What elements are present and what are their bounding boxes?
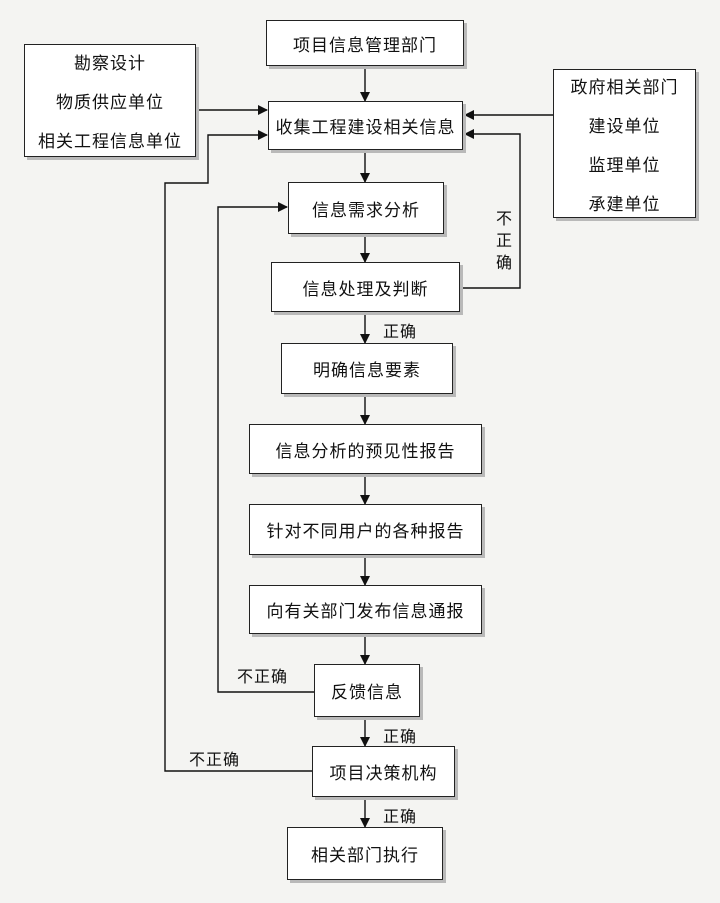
node-collect-info: 收集工程建设相关信息: [268, 101, 463, 150]
right-sources-box: 政府相关部门 建设单位 监理单位 承建单位: [553, 69, 696, 218]
label-process-incorrect: 不正确: [495, 209, 512, 272]
node-info-management-dept: 项目信息管理部门: [266, 20, 464, 66]
left-source-related-project: 相关工程信息单位: [38, 132, 182, 152]
left-source-material-supply: 物质供应单位: [56, 93, 164, 113]
node-user-reports: 针对不同用户的各种报告: [249, 504, 482, 555]
loop-feedback-incorrect: [217, 202, 314, 693]
loop-decision-incorrect: [164, 130, 312, 772]
left-source-survey-design: 勘察设计: [74, 54, 146, 74]
node-process-judge: 信息处理及判断: [271, 262, 460, 312]
right-source-contractor: 承建单位: [588, 194, 661, 215]
label-feedback-incorrect: 不正确: [237, 667, 289, 686]
node-define-elements: 明确信息要素: [281, 343, 453, 394]
right-source-owner: 建设单位: [588, 116, 661, 137]
right-source-supervisor: 监理单位: [588, 155, 661, 176]
node-publish-bulletin: 向有关部门发布信息通报: [249, 585, 482, 634]
label-decision-correct: 正确: [383, 807, 418, 826]
right-source-government: 政府相关部门: [570, 77, 679, 98]
node-decision-body: 项目决策机构: [312, 746, 455, 797]
label-feedback-correct: 正确: [383, 727, 418, 746]
loop-process-incorrect: [460, 129, 521, 289]
left-sources-box: 勘察设计 物质供应单位 相关工程信息单位: [24, 44, 196, 157]
node-forecast-report: 信息分析的预见性报告: [249, 424, 482, 474]
node-feedback-info: 反馈信息: [314, 664, 420, 717]
node-dept-execute: 相关部门执行: [287, 827, 443, 880]
label-process-correct: 正确: [383, 322, 418, 341]
node-demand-analysis: 信息需求分析: [288, 182, 444, 234]
label-decision-incorrect: 不正确: [189, 750, 241, 769]
